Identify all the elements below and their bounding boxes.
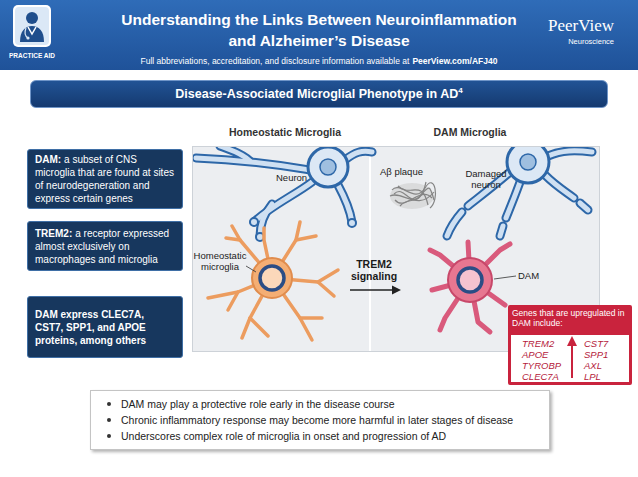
summary-box: DAM may play a protective role early in … [90,390,550,450]
practice-aid-icon [13,5,51,47]
definition-box: DAM express CLEC7A, CST7, SPP1, and APOE… [27,296,183,358]
illustration-label: DAM [518,270,539,281]
bullet-point: Chronic inflammatory response may become… [121,412,541,428]
definition-text: DAM express CLEC7A, CST7, SPP1, and APOE… [35,309,146,346]
illustration-label: Aβ plaque [380,166,423,177]
bullet-point: DAM may play a protective role early in … [121,396,541,412]
gene-name: CLEC7A [522,371,559,382]
panel-heading: Homeostatic Microglia [205,126,365,138]
bullet-point: Underscores complex role of microglia in… [121,428,541,444]
panel-heading: DAM Microglia [400,126,540,138]
illustration-label: Neuron [276,172,307,183]
gene-name: CST7 [584,338,608,349]
gene-name: AXL [584,360,602,371]
gene-list-box: Genes that are upregulated in DAM includ… [508,305,632,385]
infographic-title: Understanding the Links Between Neuroinf… [114,9,524,51]
brand-name: PeerView [530,16,614,36]
web-address: PeerView.com/AFJ40 [412,56,497,66]
definition-box: TREM2:a receptor expressed almost exclus… [27,221,183,271]
brand-subtitle: Neuroscience [530,37,614,46]
banner-heading: Disease-Associated Microglial Phenotype … [175,87,458,101]
definition-box: DAM:a subset of CNS microglia that are f… [27,149,183,209]
section-banner: Disease-Associated Microglial Phenotype … [30,80,608,108]
text-wrapper: DAM:a subset of CNS microglia that are f… [35,153,175,205]
illustration-label: TREM2 signaling [344,258,404,282]
gene-name: SPP1 [584,349,608,360]
definition-term: TREM2: [35,228,72,239]
text-wrapper: DAM express CLEC7A, CST7, SPP1, and APOE… [35,308,175,347]
header-band [0,0,638,70]
badge-label: PRACTICE AID [4,52,60,59]
gene-name: TYROBP [522,360,561,371]
text-wrapper: TREM2:a receptor expressed almost exclus… [35,227,175,266]
gene-name: TREM2 [522,338,554,349]
gene-name: APOE [522,349,548,360]
subtitle-line: Full abbreviations, accreditation, and d… [40,56,598,66]
illustration-label: Damaged neuron [462,168,510,190]
gene-list-heading: Genes that are upregulated in DAM includ… [512,308,628,328]
definition-term: DAM: [35,154,61,165]
disclosure-note: Full abbreviations, accreditation, and d… [141,56,410,66]
gene-name: LPL [584,371,601,382]
illustration-label: Homeostatic microglia [192,250,248,272]
reference-number: 4 [458,86,462,95]
